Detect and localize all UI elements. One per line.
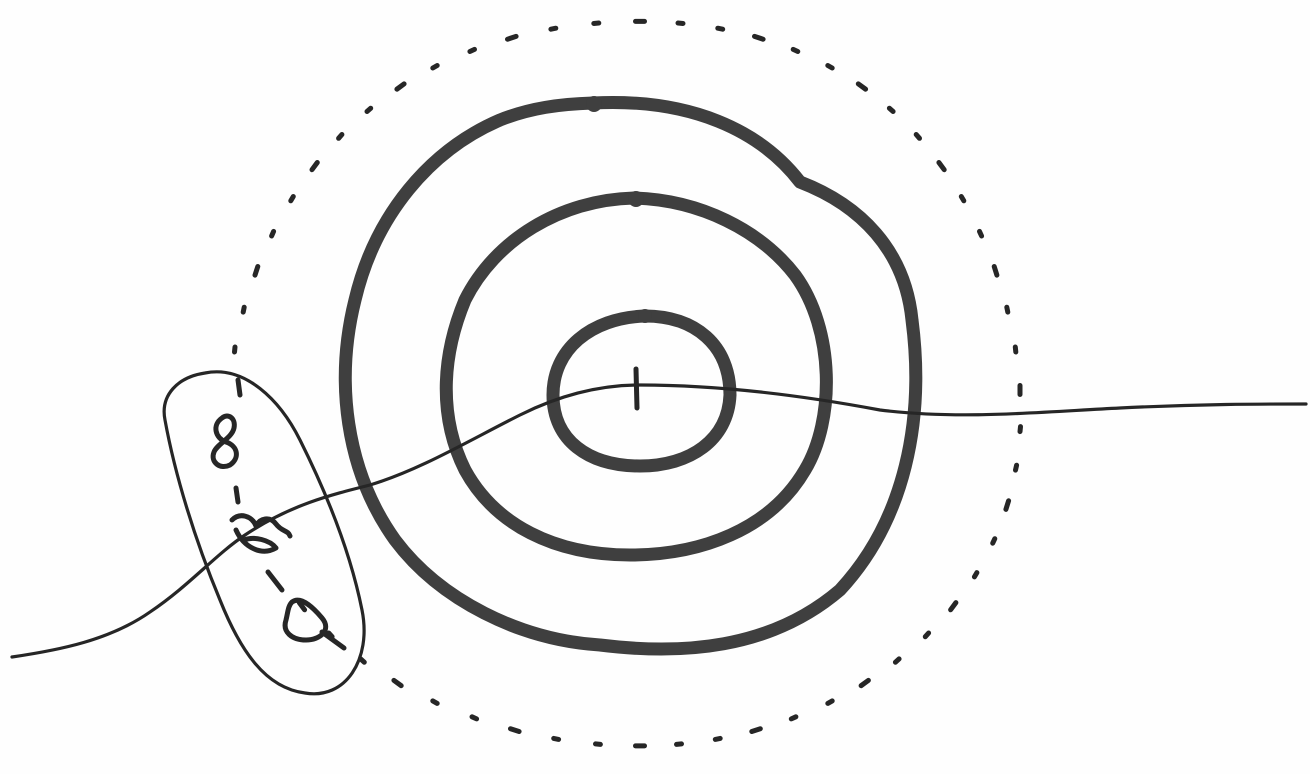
boundary-dot	[433, 701, 437, 704]
dash-in-oval	[238, 380, 240, 395]
outer-dotted-boundary	[235, 21, 1021, 746]
boundary-dot	[1020, 427, 1021, 432]
boundary-dot	[755, 36, 764, 39]
boundary-dot	[895, 659, 899, 662]
figure-eight-glyph	[213, 416, 236, 466]
boundary-dot	[554, 738, 559, 739]
boundary-dot	[1007, 307, 1008, 312]
boundary-dot	[974, 573, 977, 577]
dash-in-oval	[236, 488, 238, 502]
boundary-dot	[235, 347, 236, 352]
ink-blob	[638, 309, 652, 323]
boundary-dot	[791, 717, 796, 719]
boundary-dot	[961, 197, 964, 201]
boundary-dot	[828, 66, 832, 69]
boundary-dot	[980, 231, 982, 236]
boundary-dot	[551, 28, 556, 29]
center-tick	[636, 369, 637, 408]
boundary-dot	[994, 267, 997, 276]
boundary-dot	[951, 603, 956, 610]
boundary-dot	[272, 231, 274, 236]
boundary-dot	[243, 307, 244, 312]
boundary-dot	[367, 108, 371, 111]
boundary-dot	[397, 84, 404, 89]
boundary-dot	[508, 36, 517, 39]
boundary-dot	[394, 680, 401, 685]
boundary-dot	[511, 729, 520, 732]
dash-in-oval	[268, 572, 282, 590]
boundary-dot	[858, 84, 865, 89]
boundary-dot	[718, 28, 723, 29]
boundary-dot	[472, 717, 477, 719]
boundary-dot	[1006, 501, 1009, 510]
boundary-dot	[361, 659, 365, 662]
boundary-dot	[677, 744, 682, 745]
boundary-dot	[596, 744, 601, 745]
boundary-dot	[715, 738, 720, 739]
squiggle-glyph	[232, 516, 290, 551]
wavy-line	[12, 385, 1306, 657]
boundary-dot	[828, 701, 832, 704]
boundary-dot	[939, 163, 944, 170]
boundary-dot	[433, 66, 437, 69]
boundary-dot	[312, 163, 317, 170]
boundary-dot	[993, 539, 995, 544]
boundary-dot	[339, 135, 342, 139]
boundary-dot	[1015, 347, 1016, 352]
boundary-dot	[1016, 465, 1017, 470]
boundary-dot	[678, 23, 683, 24]
boundary-dot	[861, 680, 868, 685]
oval-enclosure	[164, 372, 364, 694]
ink-blob	[586, 96, 602, 112]
boundary-dot	[793, 49, 798, 51]
boundary-dot	[916, 135, 919, 139]
boundary-dot	[470, 49, 475, 51]
small-blob-glyph	[285, 600, 344, 648]
boundary-dot	[594, 23, 599, 24]
boundary-dot	[925, 633, 928, 637]
boundary-dot	[291, 197, 294, 201]
boundary-dot	[752, 729, 761, 732]
boundary-dot	[255, 267, 258, 276]
ink-blob	[628, 191, 644, 207]
boundary-dot	[889, 108, 893, 111]
